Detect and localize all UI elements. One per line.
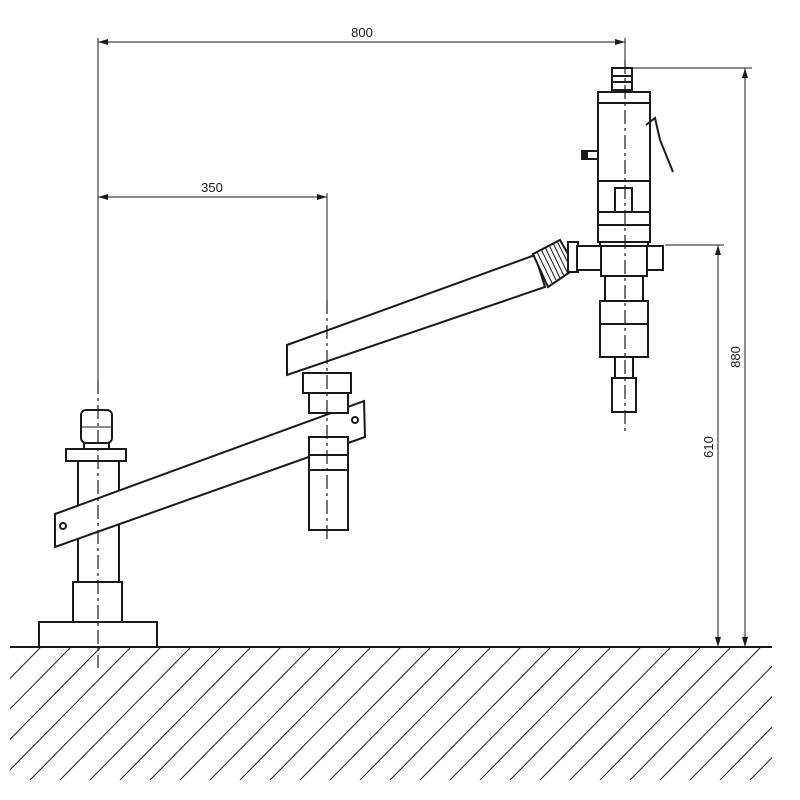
hatch-line <box>179 648 311 780</box>
hatch-line <box>119 648 251 780</box>
hatch-line <box>659 665 772 780</box>
hatch-line <box>419 648 551 780</box>
hatch-line <box>479 648 611 780</box>
hatch-line <box>629 648 761 780</box>
hatch-line <box>29 648 161 780</box>
hatch-line <box>599 648 731 780</box>
ground-hatching <box>10 648 800 780</box>
center-lines <box>97 60 626 668</box>
middle-joint <box>302 372 352 531</box>
hatch-line <box>10 648 41 680</box>
hatch-line <box>10 648 131 771</box>
hatch-line <box>10 648 101 741</box>
hatch-line <box>89 648 221 780</box>
hatch-line <box>539 648 671 780</box>
hatch-line <box>299 648 431 780</box>
dimension-350-label: 350 <box>201 180 223 195</box>
hatch-line <box>749 756 772 780</box>
dimension-880-label: 880 <box>728 346 743 368</box>
hatch-line <box>209 648 341 780</box>
dimension-800-label: 800 <box>351 25 373 40</box>
dimension-610-label: 610 <box>701 436 716 458</box>
lower-arm <box>54 399 367 549</box>
hatch-line <box>389 648 521 780</box>
hatch-line <box>59 648 191 780</box>
hatch-line <box>509 648 641 780</box>
hatch-line <box>569 648 701 780</box>
hatch-line <box>449 648 581 780</box>
drill-tool <box>576 67 674 413</box>
dimension-lines <box>97 38 752 647</box>
hatch-line <box>329 648 461 780</box>
hatch-line <box>689 696 772 780</box>
hatch-line <box>239 648 371 780</box>
hatch-line <box>10 648 11 649</box>
hatch-line <box>269 648 401 780</box>
hatch-line <box>10 648 71 710</box>
hatch-line <box>359 648 491 780</box>
hatch-line <box>149 648 281 780</box>
upper-arm <box>286 238 579 377</box>
hatch-line <box>780 648 800 780</box>
hatch-line <box>719 726 772 780</box>
